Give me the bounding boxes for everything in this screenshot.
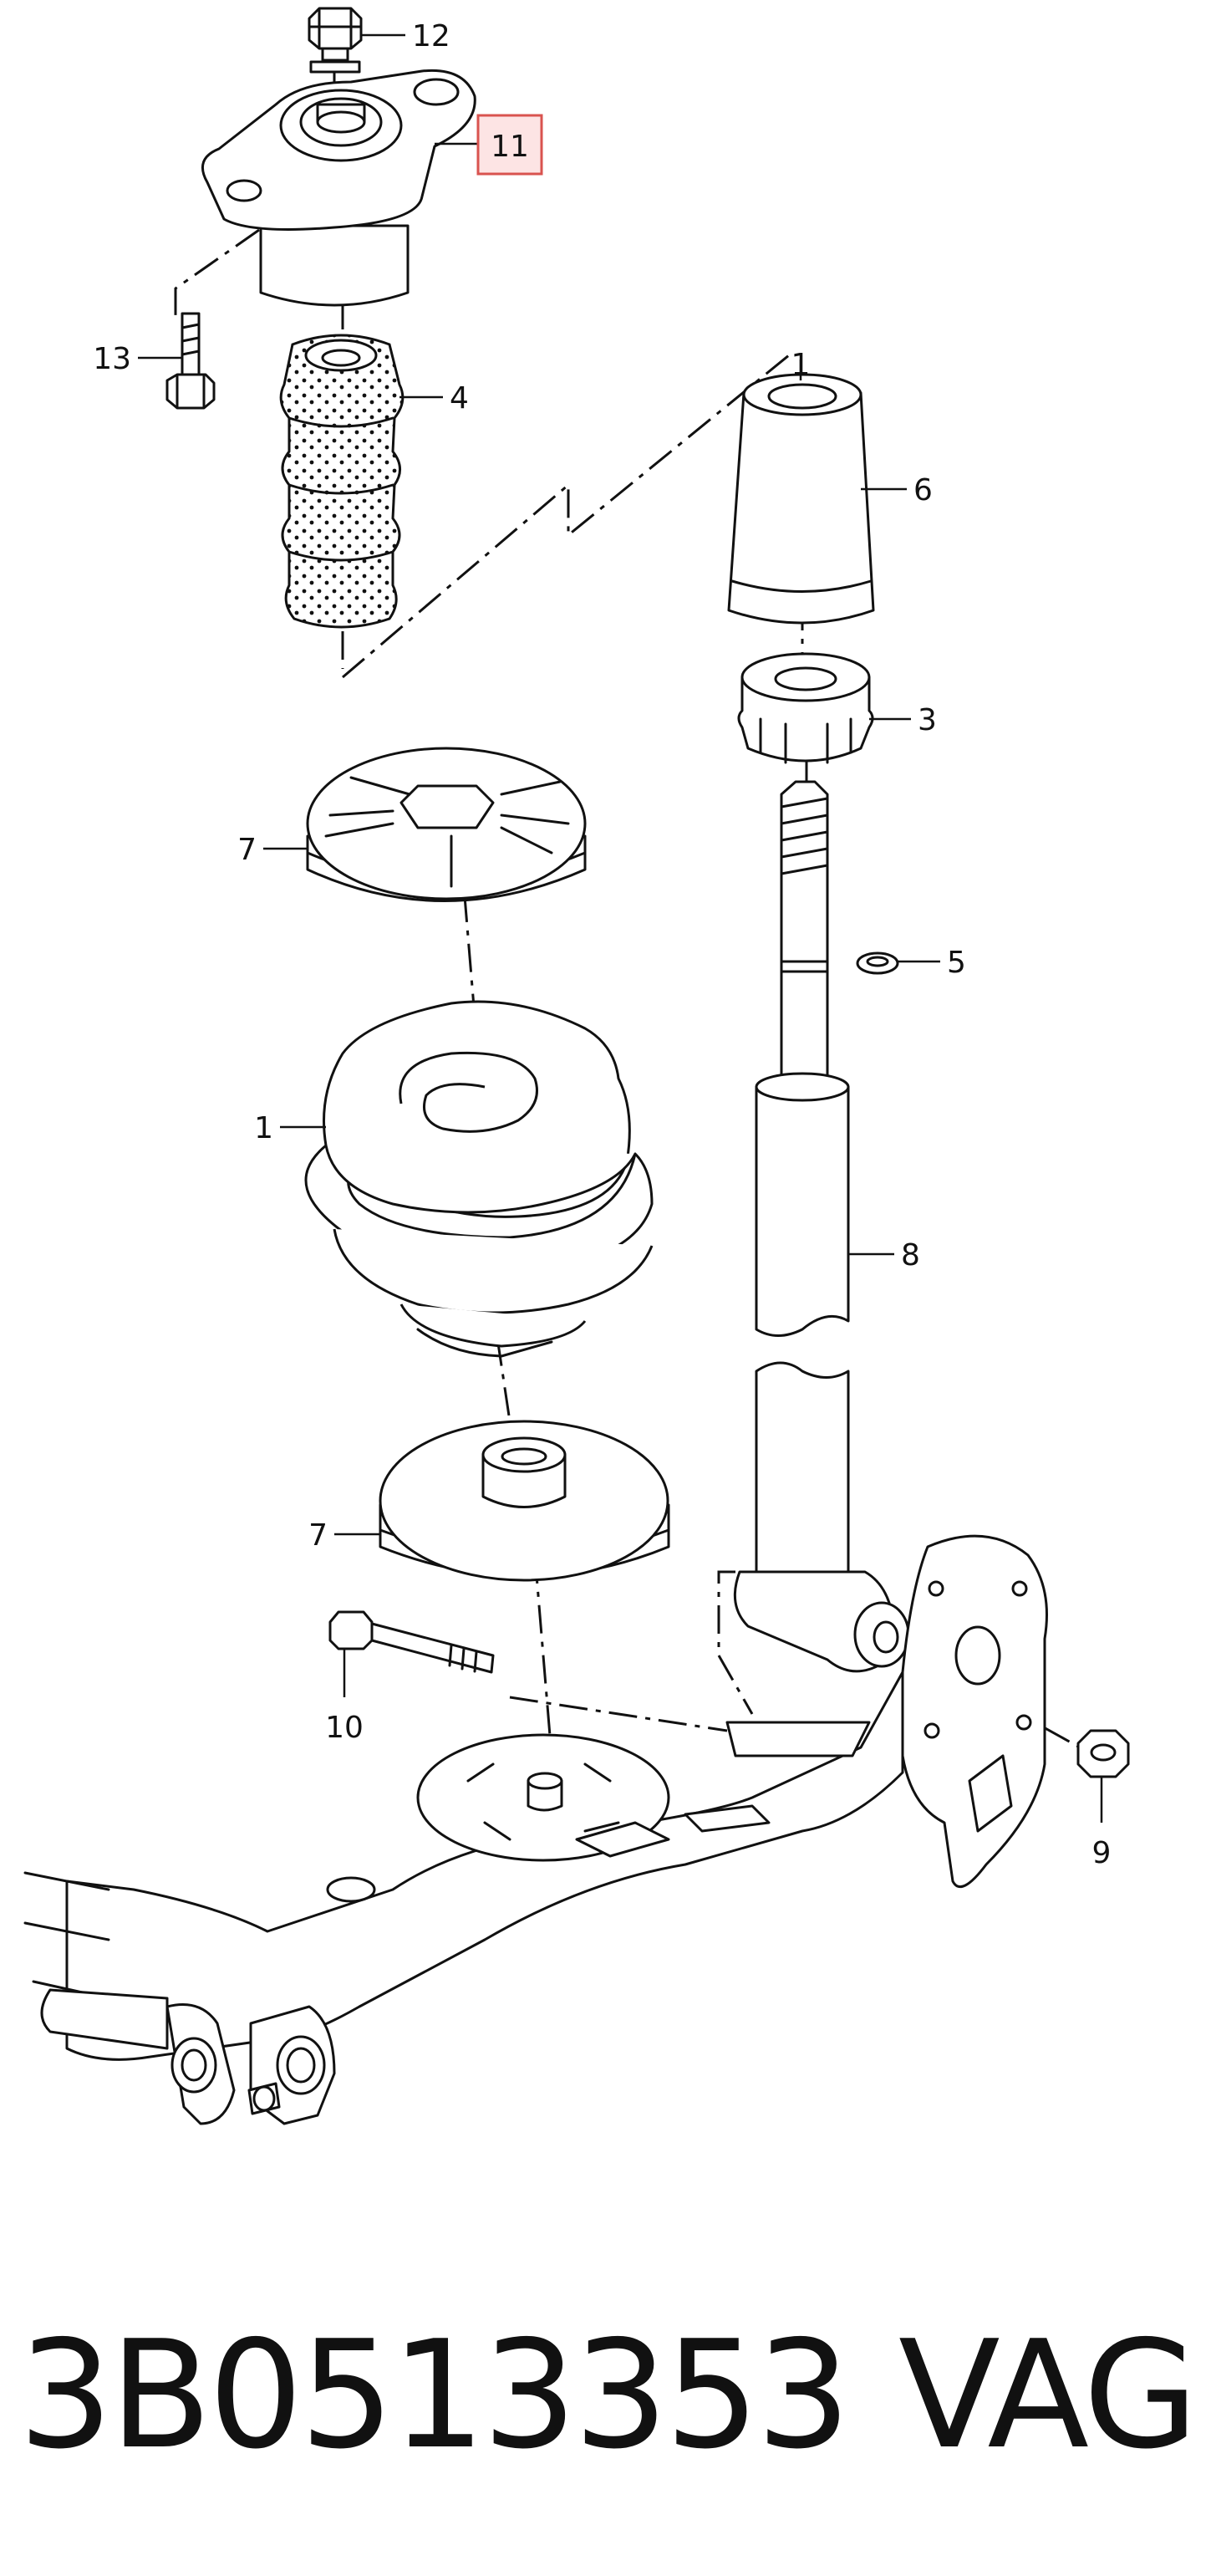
part-1-coil-spring xyxy=(304,1000,654,1358)
callout-8: 8 xyxy=(901,1238,920,1273)
callout-labels: 11 12 13 4 1 6 3 7 5 1 8 7 10 9 xyxy=(93,19,1111,1870)
callout-leader-lines xyxy=(138,33,1103,1823)
callout-1-top: 1 xyxy=(791,348,811,382)
callout-7-lower: 7 xyxy=(308,1518,328,1553)
part-13-bolt xyxy=(165,312,216,410)
callout-3: 3 xyxy=(918,703,937,737)
callout-1-spring: 1 xyxy=(254,1111,273,1145)
part-11-strut-mount xyxy=(201,69,476,307)
callout-4: 4 xyxy=(450,381,469,416)
callout-6: 6 xyxy=(913,473,933,508)
brand-caption: VAG xyxy=(898,2308,1198,2482)
part-3-damper-bushing xyxy=(737,652,874,764)
callout-10: 10 xyxy=(325,1711,364,1745)
part-5-spring-washer xyxy=(856,951,899,975)
part-9-nut xyxy=(1076,1729,1130,1778)
callout-5: 5 xyxy=(947,946,966,980)
part-10-bolt xyxy=(328,1610,495,1674)
part-number-caption: 3B0513353 xyxy=(18,2308,851,2482)
callout-12: 12 xyxy=(412,19,450,54)
callout-9: 9 xyxy=(1092,1836,1112,1870)
callout-13: 13 xyxy=(93,342,131,376)
part-7-upper-spring-pad xyxy=(306,747,587,902)
suspension-exploded-diagram: 11 12 13 4 1 6 3 7 5 1 8 7 10 9 xyxy=(23,7,1130,2125)
part-4-bump-stop xyxy=(279,334,405,629)
part-12-nut xyxy=(308,7,363,74)
rear-axle-beam xyxy=(23,1534,1048,2125)
callout-7-upper: 7 xyxy=(237,833,257,867)
part-6-dust-boot xyxy=(727,373,875,625)
part-7-lower-spring-pad xyxy=(379,1420,670,1582)
part-8-shock-absorber xyxy=(733,780,910,1673)
callout-11: 11 xyxy=(491,130,529,164)
callout-11-highlight xyxy=(476,114,543,176)
